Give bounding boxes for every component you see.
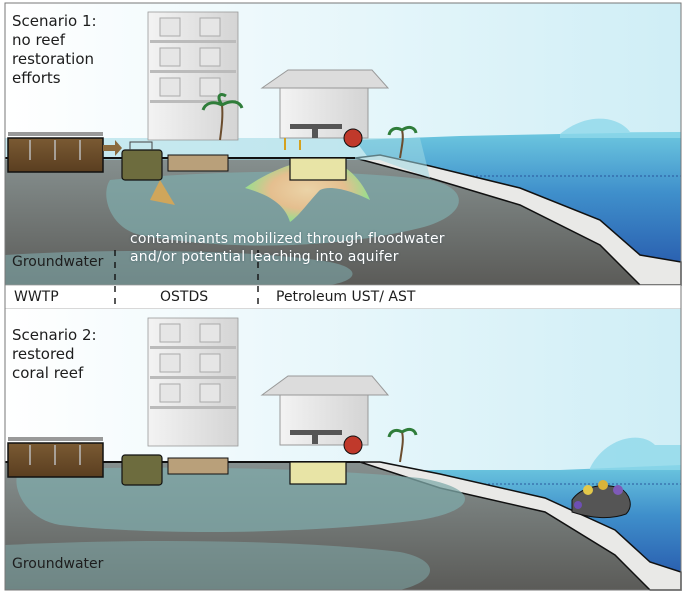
- wave-1: [560, 118, 681, 138]
- petroleum-facility-1: [260, 69, 390, 181]
- groundwater-label-2: Groundwater: [12, 556, 104, 572]
- palm-tree-icon: [201, 92, 244, 141]
- groundwater-label-1: Groundwater: [12, 254, 104, 270]
- coral-reef-icon: [571, 480, 631, 519]
- contaminant-annotation: contaminants mobilized through floodwate…: [130, 231, 445, 265]
- groundwater-lower-1: [5, 250, 353, 285]
- groundwater-lower-2: [5, 540, 430, 590]
- petroleum-label: Petroleum UST/ AST: [276, 289, 416, 305]
- wwtp-facility-2: [7, 437, 104, 478]
- scenario-1-title: Scenario 1: no reef restoration efforts: [12, 12, 97, 87]
- frame: [4, 2, 682, 591]
- wave-2: [590, 437, 681, 470]
- scenario-1-panel: [5, 3, 682, 286]
- ostds-facility-2: [121, 317, 239, 486]
- ostds-label: OSTDS: [160, 289, 209, 305]
- scenario-2-title: Scenario 2: restored coral reef: [12, 326, 97, 382]
- legend-band: [5, 285, 681, 309]
- wwtp-label: WWTP: [14, 289, 59, 305]
- petroleum-facility-2: [260, 375, 390, 485]
- palm-tree-right-icon: [387, 125, 418, 159]
- wwtp-facility-1: [7, 132, 122, 173]
- ostds-leak-arrow-1: [150, 180, 175, 205]
- groundwater-plume-1: [106, 171, 459, 246]
- palm-tree-right-2-icon: [387, 427, 418, 463]
- scenario-2-panel: [5, 309, 682, 591]
- outflow-arrow-icon: [103, 140, 122, 156]
